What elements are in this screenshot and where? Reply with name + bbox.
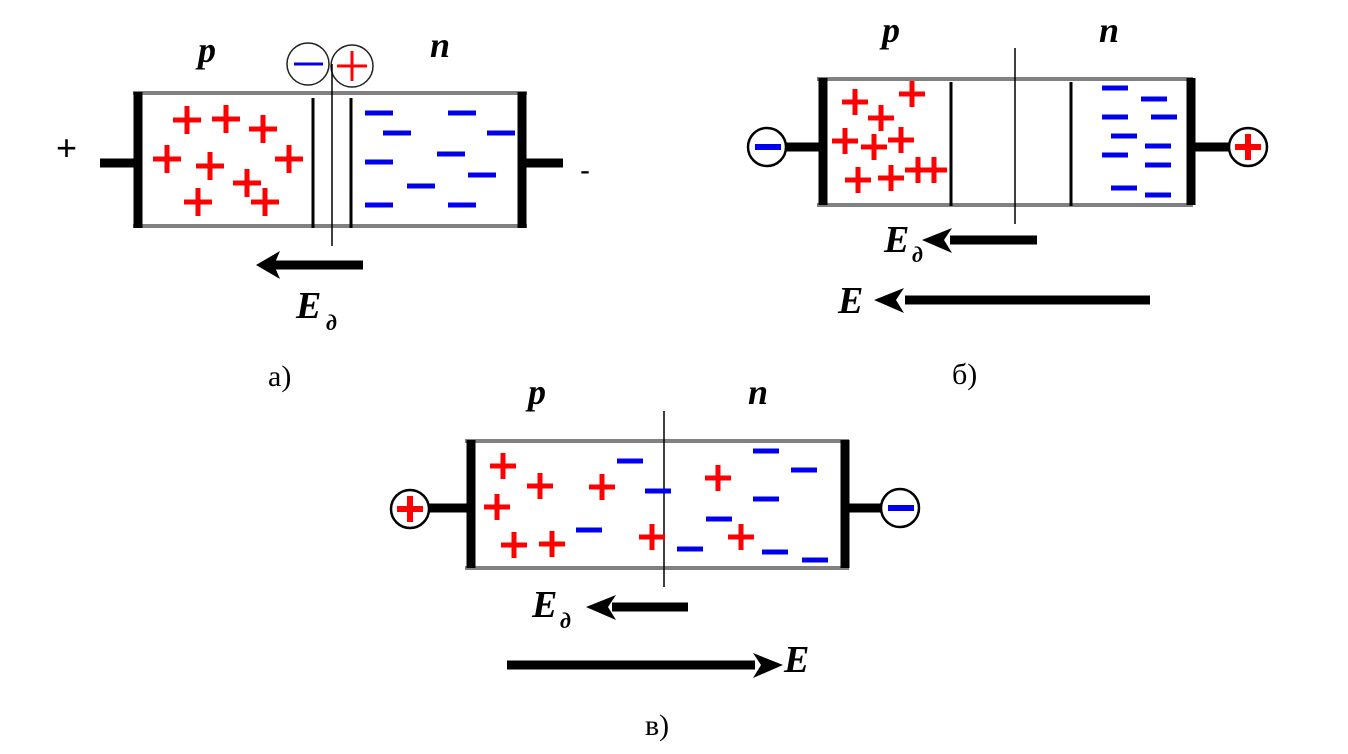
p-region-label: p [195,30,216,70]
internal-field-arrow [586,595,688,620]
external-field-label: E [783,639,809,681]
positive-ion-icon [330,44,374,88]
hole-plus-icon [275,145,303,173]
negative-terminal-icon [746,126,788,168]
hole-plus-icon [878,165,904,191]
caption-c: в) [645,709,669,742]
hole-plus-icon [484,494,510,520]
external-field-arrow [874,288,1150,313]
hole-plus-icon [639,524,665,550]
hole-plus-icon [153,145,181,173]
hole-plus-icon [728,524,754,550]
internal-field-subscript: д [326,310,337,335]
hole-plus-icon [921,157,947,183]
internal-field-subscript: д [560,608,571,633]
external-field-arrow [507,653,783,678]
electrons-group [365,110,515,208]
panel-a: p n + - E д а) [56,25,590,393]
hole-plus-icon [212,105,240,133]
p-region-label: p [879,10,900,50]
hole-plus-icon [539,531,565,557]
panel-b: p n E д E б) [746,10,1269,391]
n-region-label: n [430,25,450,65]
caption-b: б) [952,358,977,391]
hole-plus-icon [705,465,731,491]
hole-plus-icon [832,128,858,154]
right-terminal-sign: - [580,154,590,187]
internal-field-label: E [295,285,321,327]
negative-ion-icon [286,42,330,86]
caption-a: а) [268,360,291,393]
p-region-label: p [525,372,546,412]
hole-plus-icon [888,127,914,153]
electrons-group [1102,85,1177,198]
internal-field-label: E [531,584,557,626]
negative-terminal-icon [879,487,921,529]
holes-group [153,105,303,216]
hole-plus-icon [249,115,277,143]
hole-plus-icon [173,106,201,134]
positive-terminal-icon [389,488,431,530]
internal-field-label: E [883,219,909,261]
hole-plus-icon [527,473,553,499]
external-field-label: E [837,280,863,322]
n-region-label: n [748,372,768,412]
hole-plus-icon [251,188,279,216]
holes-group [484,453,754,558]
internal-field-arrow [922,228,1037,253]
hole-plus-icon [845,167,871,193]
positive-terminal-icon [1227,126,1269,168]
hole-plus-icon [490,453,516,479]
hole-plus-icon [196,152,224,180]
hole-plus-icon [501,532,527,558]
hole-plus-icon [868,105,894,131]
hole-plus-icon [233,169,261,197]
internal-field-arrow [256,251,363,279]
hole-plus-icon [842,89,868,115]
panel-c: p n E д E в) [389,372,921,742]
left-terminal-sign: + [56,127,77,168]
electrons-group [576,448,828,563]
internal-field-subscript: д [912,242,923,267]
holes-group [832,81,947,193]
hole-plus-icon [861,134,887,160]
hole-plus-icon [589,474,615,500]
hole-plus-icon [184,188,212,216]
n-region-label: n [1099,10,1119,50]
hole-plus-icon [899,81,925,107]
